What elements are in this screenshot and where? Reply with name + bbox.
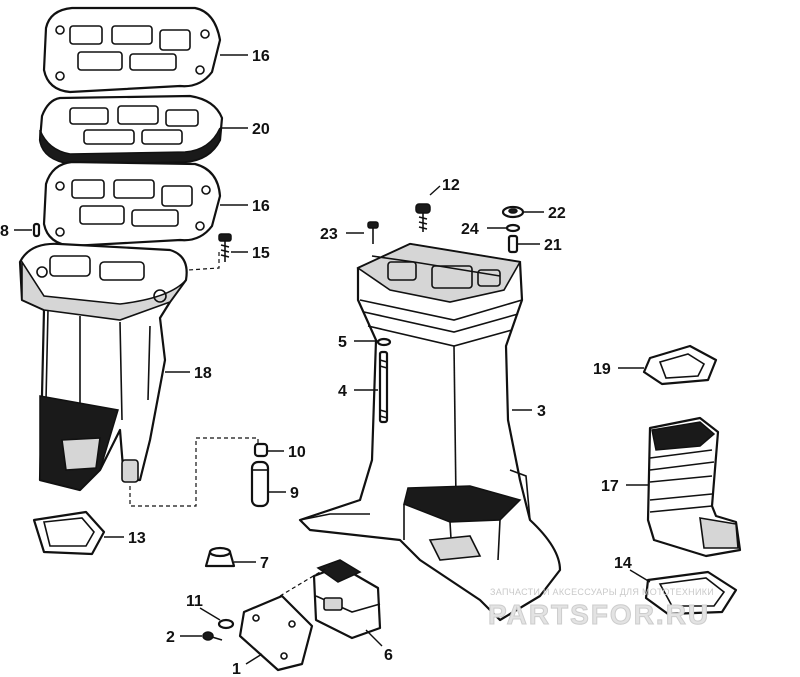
cover-alignment-line [279, 565, 331, 597]
part-23-screw [367, 221, 379, 244]
callout-23: 23 [320, 226, 338, 243]
part-24-washer [505, 223, 521, 233]
part-11-washer [217, 618, 235, 630]
callout-17: 17 [601, 478, 619, 495]
callout-9: 9 [290, 485, 299, 502]
part-20-adapter-plate [38, 94, 224, 166]
part-7-mount [204, 546, 236, 568]
callout-6: 6 [384, 647, 393, 664]
part-5-washer [376, 337, 392, 347]
callout-12: 12 [442, 177, 460, 194]
part-21-stud [507, 234, 519, 254]
callout-3: 3 [537, 403, 546, 420]
part-13-seal [32, 510, 106, 556]
callout-2: 2 [166, 629, 175, 646]
callout-11: 11 [186, 593, 203, 610]
tube-routing-path [129, 437, 259, 507]
part-17-exhaust-bellows [646, 416, 742, 558]
part-16-top-gasket [42, 6, 222, 94]
callout-21: 21 [544, 237, 562, 254]
part-4-long-stud [378, 350, 389, 424]
watermark-brand: PARTSFOR.RU [488, 599, 710, 630]
part-6-lower-mount [312, 559, 382, 640]
callout-16-lower: 16 [252, 198, 270, 215]
part-22-nut [501, 205, 525, 219]
callout-8: 8 [0, 223, 9, 240]
part-19-seal [642, 344, 718, 386]
callout-10: 10 [288, 444, 306, 461]
callout-4: 4 [338, 383, 347, 400]
part-16-lower-gasket [42, 160, 222, 248]
part-10-grommet [253, 442, 269, 458]
part-2-screw [202, 631, 223, 641]
part-15-screw [218, 233, 232, 262]
callout-14: 14 [614, 555, 632, 572]
callout-7: 7 [260, 555, 269, 572]
callout-5: 5 [338, 334, 347, 351]
part-8-dowel-pin [32, 222, 41, 238]
callout-22: 22 [548, 205, 566, 222]
callout-24: 24 [461, 221, 479, 238]
watermark-subtitle: ЗАПЧАСТИ И АКСЕССУАРЫ ДЛЯ МОТОТЕХНИКИ [490, 587, 714, 597]
callout-1: 1 [232, 661, 241, 677]
watermark: ЗАПЧАСТИ И АКСЕССУАРЫ ДЛЯ МОТОТЕХНИКИ PA… [488, 587, 714, 631]
callout-13: 13 [128, 530, 146, 547]
part-12-screw [415, 203, 431, 232]
leader-lines [14, 54, 651, 665]
part-9-water-tube [250, 460, 270, 508]
callout-16-top: 16 [252, 48, 270, 65]
callout-15: 15 [252, 245, 270, 262]
callout-labels: 16 20 16 8 15 18 13 10 9 7 12 23 22 24 2… [0, 48, 632, 677]
callout-20: 20 [252, 121, 270, 138]
part-1-cover-plate [238, 594, 314, 672]
part-18-exhaust-housing [18, 242, 188, 492]
part-14-seal [644, 570, 738, 616]
callout-19: 19 [593, 361, 611, 378]
part-3-driveshaft-housing [298, 242, 562, 622]
callout-18: 18 [194, 365, 212, 382]
